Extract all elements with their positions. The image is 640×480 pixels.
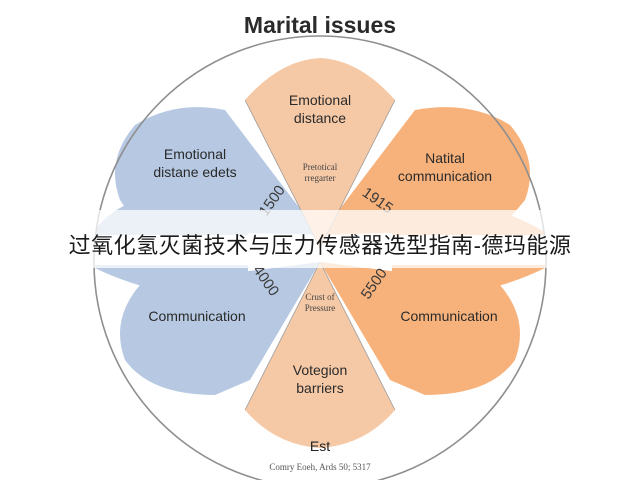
caption: Comry Eoeh, Ards 50; 5317: [269, 462, 371, 472]
watermark-banner-text: 过氧化氢灭菌技术与压力传感器选型指南-德玛能源: [68, 233, 572, 258]
petal-label-upper-left: Emotional distane edets: [153, 146, 237, 180]
watermark-banner: [0, 210, 640, 268]
petal-upper-left: [115, 107, 320, 235]
petal-top: [245, 58, 395, 248]
petal-lower-right: [320, 262, 520, 395]
petal-lower-left: [120, 262, 320, 395]
bottom-label: Est: [309, 438, 331, 454]
petal-bottom: [245, 262, 395, 448]
petal-label-top: Emotional distance: [288, 92, 352, 126]
center-label-upper: Pretotical rregarter: [302, 162, 338, 184]
petal-label-upper-right: Natital communication: [397, 150, 493, 184]
page-title: Marital issues: [243, 12, 397, 38]
petal-label-bottom: Votegion barriers: [292, 362, 348, 396]
petal-label-lower-right: Communication: [400, 308, 498, 324]
petal-label-lower-left: Communication: [148, 308, 246, 324]
center-label-lower: Crust of Pressure: [304, 292, 336, 314]
petal-upper-right: [320, 107, 530, 235]
